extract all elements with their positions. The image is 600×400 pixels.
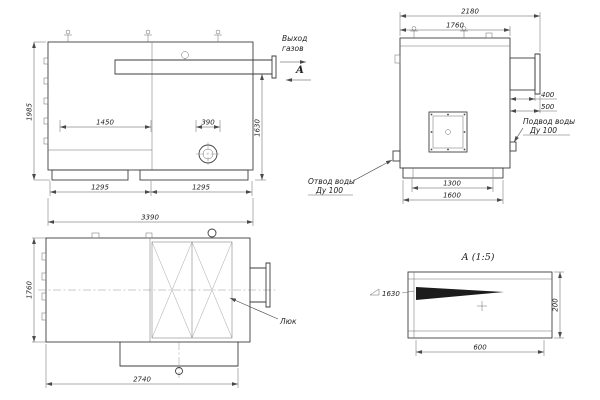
plan-top-fitting (207, 228, 217, 238)
water-supply-leader (513, 127, 524, 143)
dim-390: 390 (201, 119, 215, 127)
hatch-leader (229, 297, 279, 320)
left-flanges (43, 57, 49, 145)
dim-1760-front: 1760 (446, 22, 464, 30)
top-fittings (64, 29, 222, 42)
dim-600: 600 (473, 344, 487, 352)
outlet-duct-front (509, 53, 541, 95)
skid-left (51, 169, 129, 181)
section-a-callout: А (286, 65, 311, 82)
detail-dimension-lines (415, 271, 564, 356)
plan-top-cap-1 (91, 232, 100, 239)
detail-wall-lines (408, 272, 552, 338)
dim-2740: 2740 (133, 376, 151, 384)
water-return-callout: Отвод воды Ду 100 (308, 159, 393, 196)
slope-icon (369, 288, 380, 296)
boiler-body (47, 41, 254, 171)
dim-slope-1630: 1630 (382, 290, 400, 298)
side-dimension-lines (32, 41, 266, 226)
plan-bottom-duct (119, 341, 239, 378)
detail-center-mark (477, 301, 487, 311)
detail-title: А (1:5) (461, 252, 495, 263)
side-view: 1985 1630 1450 390 1295 1295 3390 Выход … (26, 29, 311, 226)
detail-view: А (1:5) 1630 600 200 (369, 252, 564, 356)
dim-1600: 1600 (443, 192, 461, 200)
dim-400: 400 (541, 91, 555, 99)
hatch-callout: Люк (229, 297, 297, 326)
dim-1985: 1985 (26, 103, 34, 121)
plan-top-cap-2 (145, 232, 153, 239)
water-return-dn-label: Ду 100 (315, 186, 343, 195)
front-dimension-lines (399, 12, 557, 204)
damper-wedge (416, 287, 504, 300)
gas-outlet-label-line2: газов (282, 44, 304, 53)
plan-dimension-lines (32, 237, 239, 388)
front-view: 2180 1760 400 500 1300 1600 Подвод воды … (308, 8, 575, 204)
dim-1450: 1450 (96, 119, 114, 127)
gas-outlet-callout: Выход газов (280, 34, 307, 64)
water-supply-fitting (509, 141, 517, 152)
water-return-label: Отвод воды (308, 177, 355, 186)
dim-1295-left: 1295 (91, 184, 109, 192)
burner-flange (196, 142, 220, 166)
convective-block (151, 241, 233, 339)
water-supply-callout: Подвод воды Ду 100 (513, 117, 575, 143)
detail-outline (407, 271, 553, 339)
plan-outlet-duct (249, 262, 271, 308)
skid-right (139, 169, 249, 181)
dim-1760-plan: 1760 (26, 281, 34, 299)
front-body (399, 37, 511, 169)
gas-outlet-label-line1: Выход (282, 34, 307, 43)
dim-2180: 2180 (461, 8, 479, 16)
plan-left-flanges (41, 252, 47, 321)
front-top-fittings (394, 26, 493, 64)
water-supply-dn-label: Ду 100 (529, 126, 557, 135)
gas-duct (114, 51, 277, 79)
base-ribs (412, 168, 494, 178)
slope-callout: 1630 (369, 288, 415, 298)
plan-view: 1760 2740 Люк (26, 228, 297, 388)
dim-1300: 1300 (443, 180, 461, 188)
inspection-door (428, 111, 468, 153)
dim-200: 200 (552, 298, 560, 312)
front-base (402, 167, 504, 179)
section-a-label: А (295, 65, 304, 76)
water-supply-label: Подвод воды (523, 117, 575, 126)
dim-1295-right: 1295 (192, 184, 210, 192)
water-return-leader (352, 159, 393, 182)
dim-1630: 1630 (254, 119, 262, 137)
dim-3390: 3390 (141, 214, 159, 222)
dim-500: 500 (541, 103, 555, 111)
hatch-label: Люк (279, 317, 297, 326)
water-return-fitting (392, 150, 401, 162)
